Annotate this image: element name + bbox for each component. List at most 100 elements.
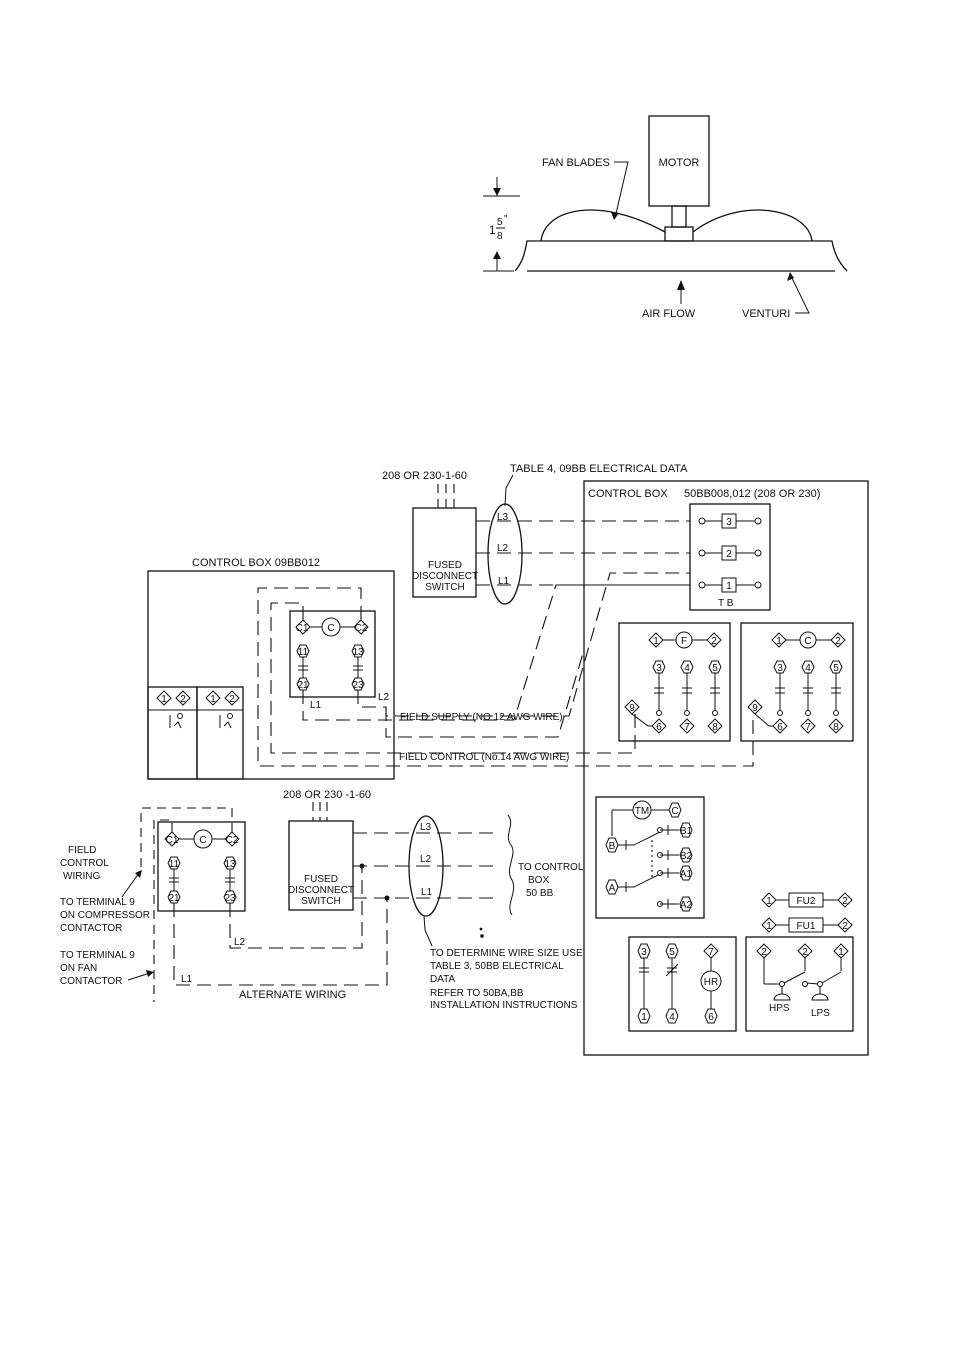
svg-text:21: 21 — [168, 893, 180, 904]
contactor-alternate — [157, 821, 246, 912]
svg-text:8: 8 — [712, 722, 718, 733]
svg-text:9: 9 — [752, 703, 758, 714]
timer-block — [595, 796, 705, 919]
field-control-wiring-2: CONTROL — [60, 858, 109, 869]
left-box-diamonds: 1 2 1 2 — [156, 690, 240, 729]
svg-text:C2: C2 — [226, 835, 239, 846]
svg-text:6: 6 — [708, 1012, 714, 1023]
control-box-right-model: 50BB008,012 (208 OR 230) — [684, 488, 820, 500]
svg-text:C: C — [804, 636, 811, 647]
pressure-switch-symbols: 2 2 1 — [756, 943, 849, 1001]
supply-label-top: 208 OR 230-1-60 — [382, 470, 467, 482]
junction-l2 — [359, 863, 365, 869]
fan-blades-leader — [614, 161, 629, 219]
disconnect-top-line3: SWITCH — [425, 582, 464, 593]
to-control-box-3: 50 BB — [526, 888, 554, 899]
note1-line2: TABLE 3, 50BB ELECTRICAL — [430, 961, 564, 972]
svg-text:5: 5 — [669, 947, 675, 958]
disconnect-top-line1: FUSED — [428, 560, 462, 571]
compressor-contactor — [740, 622, 854, 742]
svg-text:7: 7 — [805, 722, 811, 733]
svg-text:11: 11 — [169, 859, 180, 870]
fan-contactor-symbols: 1 F 2 3 4 5 6 7 8 9 — [624, 631, 723, 734]
svg-text:B2: B2 — [680, 851, 693, 862]
fan-hub — [664, 226, 694, 242]
note1-line3: DATA — [430, 974, 456, 985]
field-supply-wire-l1 — [302, 584, 690, 721]
alternate-wiring-label: ALTERNATE WIRING — [239, 989, 346, 1001]
svg-text:3: 3 — [777, 663, 783, 674]
field-control-wire-2 — [270, 602, 636, 754]
svg-text:1: 1 — [766, 921, 772, 932]
svg-text:4: 4 — [669, 1012, 675, 1023]
svg-text:7: 7 — [708, 947, 714, 958]
arrow-to-terminal9-fan — [127, 972, 151, 981]
dimension-inch-mark: " — [504, 214, 508, 225]
compressor-contactor-symbols: 1 C 2 3 4 5 6 7 8 9 — [747, 631, 846, 734]
table4-label: TABLE 4, 09BB ELECTRICAL DATA — [510, 463, 688, 475]
disconnect-bottom-line2: DISCONNECT — [288, 885, 354, 896]
venturi-label: VENTURI — [742, 308, 790, 320]
field-control-wiring-3: WIRING — [63, 871, 100, 882]
svg-text:3: 3 — [641, 947, 647, 958]
terminal-block — [689, 503, 771, 611]
svg-text:6: 6 — [656, 722, 662, 733]
svg-text:TM: TM — [635, 806, 649, 817]
svg-text:C1: C1 — [166, 835, 179, 846]
dimension-arrowhead-bottom — [493, 251, 501, 259]
svg-text:3: 3 — [656, 663, 662, 674]
svg-text:2: 2 — [842, 921, 848, 932]
terminal-block-terminals: 3 2 1 — [698, 513, 762, 593]
l1-left-contactor: L1 — [310, 700, 322, 711]
svg-text:21: 21 — [297, 680, 309, 691]
svg-text:1: 1 — [766, 896, 772, 907]
l2-top: L2 — [497, 543, 509, 554]
to-terminal9-fan-1: TO TERMINAL 9 — [60, 950, 135, 961]
svg-text:2: 2 — [842, 896, 848, 907]
svg-text:4: 4 — [805, 663, 811, 674]
to-control-box-1: TO CONTROL — [518, 862, 584, 873]
svg-text:1: 1 — [726, 581, 732, 592]
control-box-09bb012 — [147, 570, 395, 780]
fuses: 1 FU2 2 1 FU1 2 — [761, 892, 853, 933]
disconnect-bottom-line3: SWITCH — [301, 896, 340, 907]
venturi-arrowhead — [787, 272, 794, 281]
note-leader — [423, 915, 433, 947]
l1-bottom: L1 — [421, 887, 433, 898]
motor-shaft — [671, 205, 687, 228]
l1-top: L1 — [498, 576, 510, 587]
field-control-wiring-1: FIELD — [68, 845, 96, 856]
l3-top: L3 — [497, 512, 509, 523]
svg-text:A1: A1 — [680, 869, 693, 880]
svg-text:C2: C2 — [355, 623, 368, 634]
svg-text:B1: B1 — [680, 826, 693, 837]
contactor-09bb012 — [289, 610, 376, 698]
svg-text:2: 2 — [180, 694, 186, 705]
wiring-diagram: 208 OR 230-1-60 FUSED DISCONNECT SWITCH … — [60, 463, 869, 1056]
svg-text:13: 13 — [352, 647, 364, 658]
field-supply-wire-l2 — [357, 572, 690, 717]
control-box-50bb — [583, 480, 869, 1056]
to-control-box-2: BOX — [528, 875, 549, 886]
svg-text:23: 23 — [224, 893, 236, 904]
fan-blades-label: FAN BLADES — [542, 157, 610, 169]
field-control-wire — [257, 587, 754, 767]
dimension-numerator: 5 — [497, 217, 503, 228]
svg-text:1: 1 — [210, 694, 216, 705]
pressure-switch-block — [745, 936, 854, 1032]
note2-line2: INSTALLATION INSTRUCTIONS — [430, 1000, 578, 1011]
l2-left-contactor: L2 — [378, 692, 390, 703]
break-mark — [507, 814, 515, 916]
left-box-terminal-b — [196, 686, 244, 780]
l1-alternate: L1 — [181, 974, 193, 985]
svg-text:C: C — [199, 835, 206, 846]
l2-bottom: L2 — [420, 854, 432, 865]
svg-text:1: 1 — [641, 1012, 647, 1023]
svg-text:1: 1 — [838, 947, 844, 958]
dimension-arrowhead-top — [493, 188, 501, 196]
motor-label: MOTOR — [659, 157, 700, 169]
svg-text:4: 4 — [684, 663, 690, 674]
control-box-right-label: CONTROL BOX — [588, 488, 668, 500]
junction-l1 — [384, 895, 390, 901]
